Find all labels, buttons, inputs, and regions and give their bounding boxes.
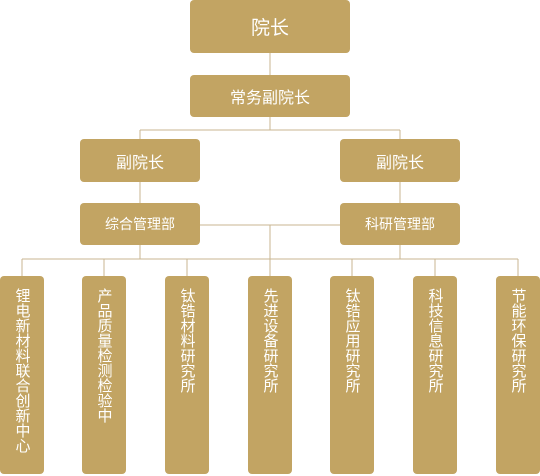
general-management-dept-box: 综合管理部 (80, 203, 200, 245)
institute-box-6: 科技信息研究所 (413, 276, 457, 474)
institute-label-4: 先进设备研究所 (261, 288, 280, 393)
institute-label-3: 钛锆材料研究所 (178, 288, 197, 393)
institute-box-2: 产品质量检测检验中 (82, 276, 126, 474)
institute-box-3: 钛锆材料研究所 (165, 276, 209, 474)
institute-label-5: 钛锆应用研究所 (343, 288, 362, 393)
research-management-dept-box: 科研管理部 (340, 203, 460, 245)
vice-president-left-box: 副院长 (80, 139, 200, 182)
executive-vice-president-label: 常务副院长 (229, 88, 310, 107)
institute-label-2: 产品质量检测检验中 (95, 288, 114, 423)
research-management-dept-label: 科研管理部 (365, 217, 435, 233)
institute-label-7: 节能环保研究所 (509, 288, 528, 393)
president-label: 院长 (250, 17, 289, 39)
president-box: 院长 (190, 0, 350, 53)
executive-vice-president-box: 常务副院长 (190, 75, 350, 117)
institute-box-5: 钛锆应用研究所 (330, 276, 374, 474)
vice-president-right-box: 副院长 (340, 139, 460, 182)
institute-box-7: 节能环保研究所 (496, 276, 540, 474)
vice-president-left-label: 副院长 (115, 152, 164, 172)
institute-label-1: 锂电新材料联合创新中心 (13, 288, 32, 453)
institute-label-6: 科技信息研究所 (426, 288, 445, 393)
institute-box-4: 先进设备研究所 (248, 276, 292, 474)
vice-president-right-label: 副院长 (375, 152, 424, 172)
institute-box-1: 锂电新材料联合创新中心 (0, 276, 44, 474)
general-management-dept-label: 综合管理部 (105, 217, 175, 233)
